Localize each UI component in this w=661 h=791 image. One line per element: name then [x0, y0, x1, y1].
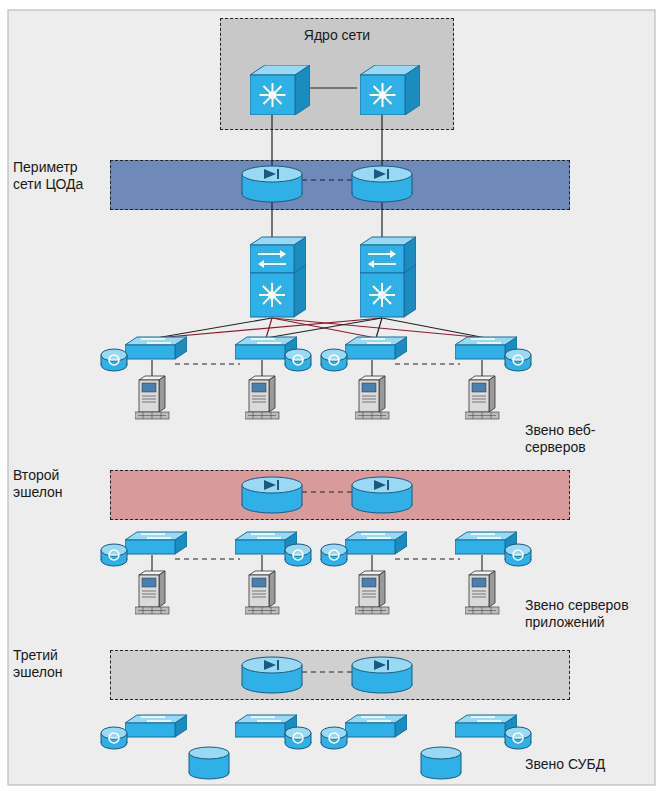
uplink-line	[271, 130, 272, 160]
firewall	[352, 657, 412, 693]
database	[189, 747, 229, 779]
distribution-switch	[250, 237, 306, 317]
tier-label: Звено СУБД	[525, 756, 647, 773]
band-title: Периметр сети ЦОДа	[13, 159, 105, 193]
core-switch	[250, 65, 310, 115]
tier-label: Звено серверов приложений	[525, 597, 647, 631]
band-title: Третий эшелон	[13, 647, 105, 681]
firewall	[352, 166, 412, 202]
core-band: Ядро сети	[220, 18, 454, 130]
uplink-line	[381, 130, 382, 160]
firewall	[242, 657, 302, 693]
distribution-switch	[360, 237, 416, 317]
band-title: Ядро сети	[221, 27, 453, 44]
firewall	[242, 477, 302, 513]
database	[421, 747, 461, 779]
core-switch	[360, 65, 420, 115]
echelon-band: Второй эшелон	[110, 470, 570, 520]
band-title: Второй эшелон	[13, 467, 105, 501]
background-panel	[8, 10, 655, 785]
perimeter-band: Периметр сети ЦОДа	[110, 160, 570, 210]
tier-label: Звено веб-серверов	[525, 422, 647, 456]
firewall	[352, 477, 412, 513]
echelon-band: Третий эшелон	[110, 650, 570, 700]
firewall	[242, 166, 302, 202]
